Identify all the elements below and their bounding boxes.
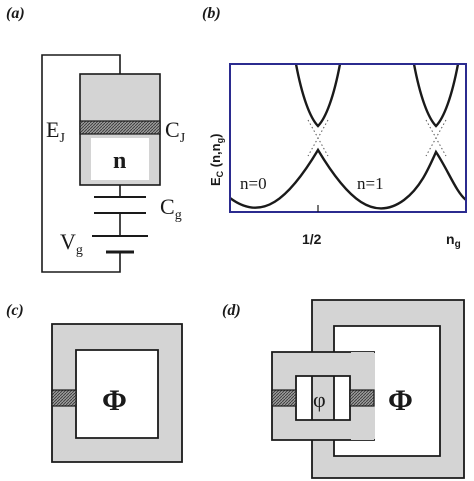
y-axis-label: EC (n,ng) <box>208 134 225 186</box>
level-crossing-dots <box>307 119 447 157</box>
x-axis-label: ng <box>446 231 461 250</box>
panel-a-label: (a) <box>6 5 25 22</box>
flux-symbol: Φ <box>102 384 127 417</box>
small-flux-symbol: φ <box>313 387 326 412</box>
large-loop-ring <box>311 299 465 479</box>
loop-seam-top <box>351 352 374 354</box>
plot-frame <box>229 63 467 213</box>
loop-seam-bottom <box>351 438 374 440</box>
panel-a: (a) n EJ CJ Cg Vg <box>6 5 186 273</box>
squid-junction-left <box>271 389 297 407</box>
loop-junction <box>51 389 77 407</box>
lower-band-curve <box>230 147 466 210</box>
junction-capacitance-label: CJ <box>165 117 186 146</box>
curve-label-n1: n=1 <box>357 174 384 193</box>
loop-bridge-top <box>334 353 350 375</box>
large-flux-symbol: Φ <box>388 384 413 417</box>
island-charge-label: n <box>113 148 126 174</box>
panel-b-label: (b) <box>202 5 221 22</box>
junction-energy-label: EJ <box>46 117 65 146</box>
loop-ring <box>51 323 183 463</box>
gate-capacitance-label: Cg <box>160 194 182 223</box>
circuit-wires <box>41 54 121 273</box>
junction-barrier <box>79 120 161 135</box>
curve-label-n0: n=0 <box>240 174 267 193</box>
panel-c: (c) Φ <box>6 302 183 463</box>
panel-d: (d) φ Φ <box>222 299 465 479</box>
island-area <box>91 138 149 180</box>
panel-d-label: (d) <box>222 302 241 319</box>
upper-band-curve-2 <box>412 64 460 128</box>
plot-area <box>229 63 467 213</box>
panel-c-label: (c) <box>6 302 24 319</box>
upper-band-curve <box>294 64 342 128</box>
panel-b: (b) EC (n,ng) <box>202 5 467 250</box>
gate-voltage-label: Vg <box>60 229 83 258</box>
loop-bridge-bottom <box>334 421 350 439</box>
squid-junction-right <box>349 389 375 407</box>
x-tick-label-half: 1/2 <box>302 231 322 247</box>
